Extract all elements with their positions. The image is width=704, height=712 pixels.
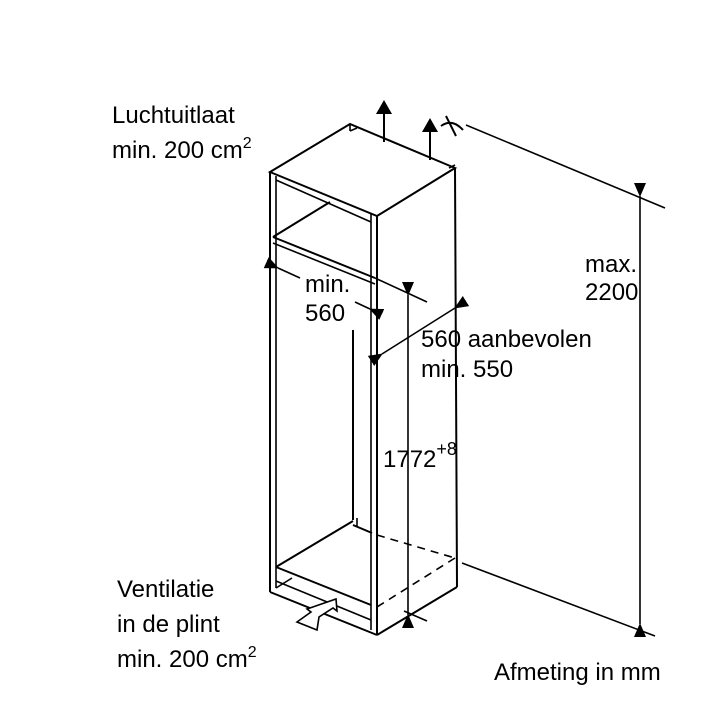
wall-connection-icon <box>440 115 464 137</box>
air-outlet-arrows <box>376 100 438 160</box>
units-note: Afmeting in mm <box>494 659 661 686</box>
max-height-label: max. <box>585 251 637 278</box>
max-height-value: 2200 <box>585 279 638 306</box>
niche-height-value: 1772+8 <box>383 439 457 473</box>
air-outlet-area: min. 200 cm2 <box>112 135 252 164</box>
ventilation-arrow-icon <box>295 597 338 632</box>
depth-minimum: min. 550 <box>421 356 513 383</box>
depth-recommended: 560 aanbevolen <box>421 326 592 353</box>
ventilation-area: min. 200 cm2 <box>117 644 257 673</box>
max-height-dimension <box>461 124 666 637</box>
ventilation-label: Ventilatie <box>117 576 214 603</box>
width-value: 560 <box>305 300 345 327</box>
width-dimension <box>263 257 385 320</box>
cabinet-top <box>267 122 458 218</box>
width-label: min. <box>305 271 350 298</box>
air-outlet-label: Luchtuitlaat <box>112 102 235 129</box>
depth-dimension <box>367 295 470 367</box>
ventilation-location: in de plint <box>117 611 220 638</box>
niche-floor <box>275 330 456 608</box>
upper-shelf <box>272 201 376 285</box>
cabinet-side-panel <box>376 167 458 636</box>
